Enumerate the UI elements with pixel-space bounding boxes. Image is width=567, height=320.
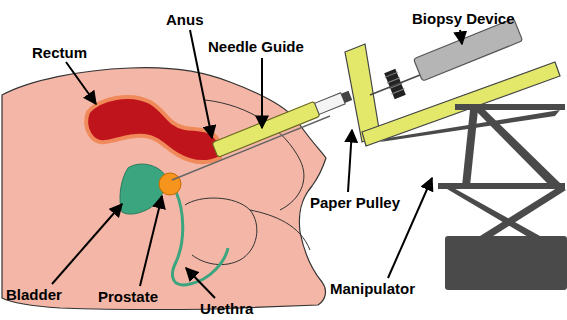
part-label: Manipulator [330, 280, 415, 297]
part-label: Paper Pulley [310, 194, 400, 211]
part-label: Biopsy Device [412, 10, 515, 27]
part-label: Urethra [200, 300, 253, 317]
part-label: Prostate [98, 288, 158, 305]
part-label: Needle Guide [208, 38, 304, 55]
part-label: Bladder [6, 286, 62, 303]
leader-arrows [52, 30, 462, 298]
part-label: Anus [166, 11, 204, 28]
part-label: Rectum [32, 44, 87, 61]
